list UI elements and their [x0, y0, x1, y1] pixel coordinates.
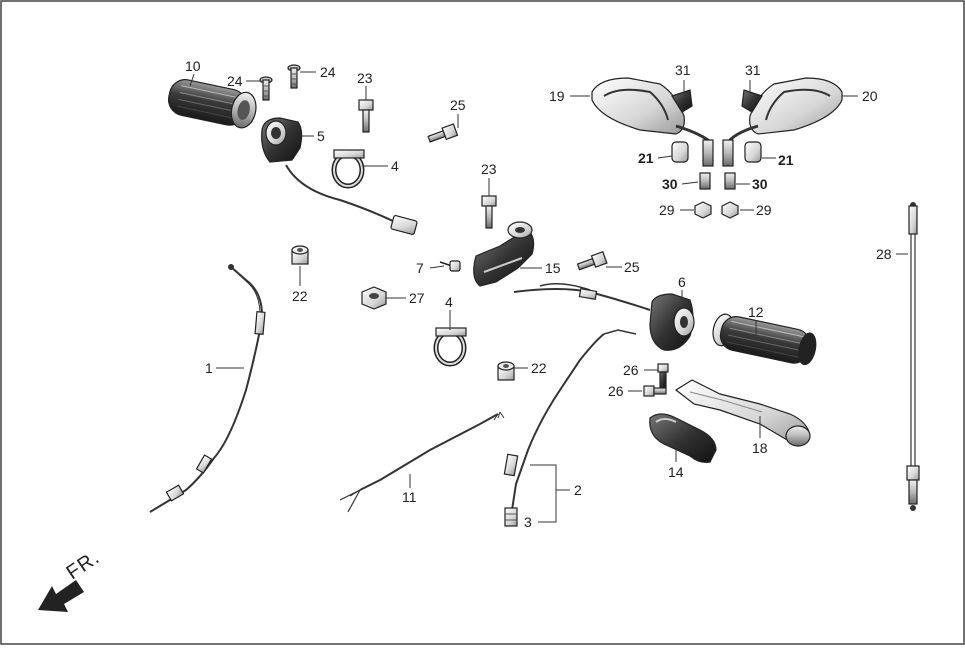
- callout-26: 26: [623, 362, 639, 378]
- callout-23: 23: [481, 161, 497, 177]
- callout-2: 2: [574, 482, 582, 498]
- callout-24: 24: [320, 64, 336, 80]
- part-7-pin: [439, 260, 461, 272]
- callout-7: 7: [416, 260, 424, 276]
- part-22-nut-a: [291, 245, 309, 265]
- part-4-clamp-b: [433, 327, 467, 367]
- callout-3: 3: [524, 514, 532, 530]
- callout-27: 27: [409, 290, 425, 306]
- part-18-brake-lever: [674, 379, 811, 447]
- callout-19: 19: [549, 88, 565, 104]
- callout-11: 11: [402, 489, 417, 505]
- part-24-screw-a: [259, 76, 273, 101]
- callout-21: 21: [778, 152, 794, 168]
- part-29-nut-a: [694, 201, 712, 219]
- part-19-left-mirror: [591, 77, 714, 167]
- part-24-screw-b: [287, 64, 301, 89]
- part-26-bolt-a: [657, 363, 669, 389]
- part-21-boot-b: [744, 141, 762, 163]
- callout-12: 12: [748, 304, 764, 320]
- callout-28: 28: [876, 246, 892, 262]
- callout-6: 6: [678, 274, 686, 290]
- callout-4: 4: [391, 158, 399, 174]
- callout-4: 4: [445, 294, 453, 310]
- callout-25: 25: [450, 97, 466, 113]
- callout-22: 22: [531, 360, 547, 376]
- callout-21: 21: [638, 150, 654, 166]
- part-4-clamp-a: [331, 149, 365, 189]
- part-10-throttle-grip: [167, 79, 257, 129]
- callout-20: 20: [862, 88, 878, 104]
- part-26-bolt-b: [643, 385, 667, 397]
- part-12-right-grip: [712, 313, 817, 366]
- part-27-nut: [361, 286, 387, 310]
- part-5-throttle-housing: [261, 117, 418, 236]
- callout-26: 26: [608, 383, 624, 399]
- part-25-bolt-a: [427, 123, 459, 143]
- front-direction-arrow: [38, 580, 84, 612]
- callout-5: 5: [317, 128, 325, 144]
- callout-labels: 10 24 24 23 25 5 4 23 7 15 25 22 27 4 1 …: [185, 58, 892, 530]
- callout-18: 18: [752, 440, 768, 456]
- callout-22: 22: [292, 288, 308, 304]
- part-21-boot-a: [671, 141, 689, 163]
- part-22-nut-b: [497, 361, 515, 381]
- callout-30: 30: [752, 176, 768, 192]
- part-3-cable-adjuster: [504, 507, 518, 527]
- part-1-throttle-cable: [149, 264, 266, 513]
- callout-15: 15: [545, 260, 561, 276]
- part-30-adapter-b: [724, 172, 736, 190]
- callout-25: 25: [624, 259, 640, 275]
- callout-14: 14: [668, 464, 684, 480]
- part-20-right-mirror: [722, 77, 843, 167]
- callout-29: 29: [659, 202, 675, 218]
- callout-29: 29: [756, 202, 772, 218]
- callout-30: 30: [662, 176, 678, 192]
- callout-31: 31: [745, 62, 761, 78]
- callout-10: 10: [185, 58, 201, 74]
- callout-31: 31: [675, 62, 691, 78]
- leader-lines: [189, 71, 908, 523]
- callout-23: 23: [357, 70, 373, 86]
- part-15-lever-bracket: [473, 221, 535, 287]
- part-14-lever-cover: [649, 413, 717, 463]
- part-11-wire-harness: [339, 411, 505, 513]
- part-2-clutch-cable: [503, 329, 637, 511]
- part-6-switch-housing: [513, 283, 695, 351]
- part-25-bolt-b: [576, 250, 608, 271]
- callout-1: 1: [205, 360, 213, 376]
- callout-24: 24: [227, 73, 243, 89]
- part-29-nut-b: [721, 201, 739, 219]
- part-28-brake-cable: [906, 202, 920, 511]
- part-30-adapter-a: [699, 172, 711, 190]
